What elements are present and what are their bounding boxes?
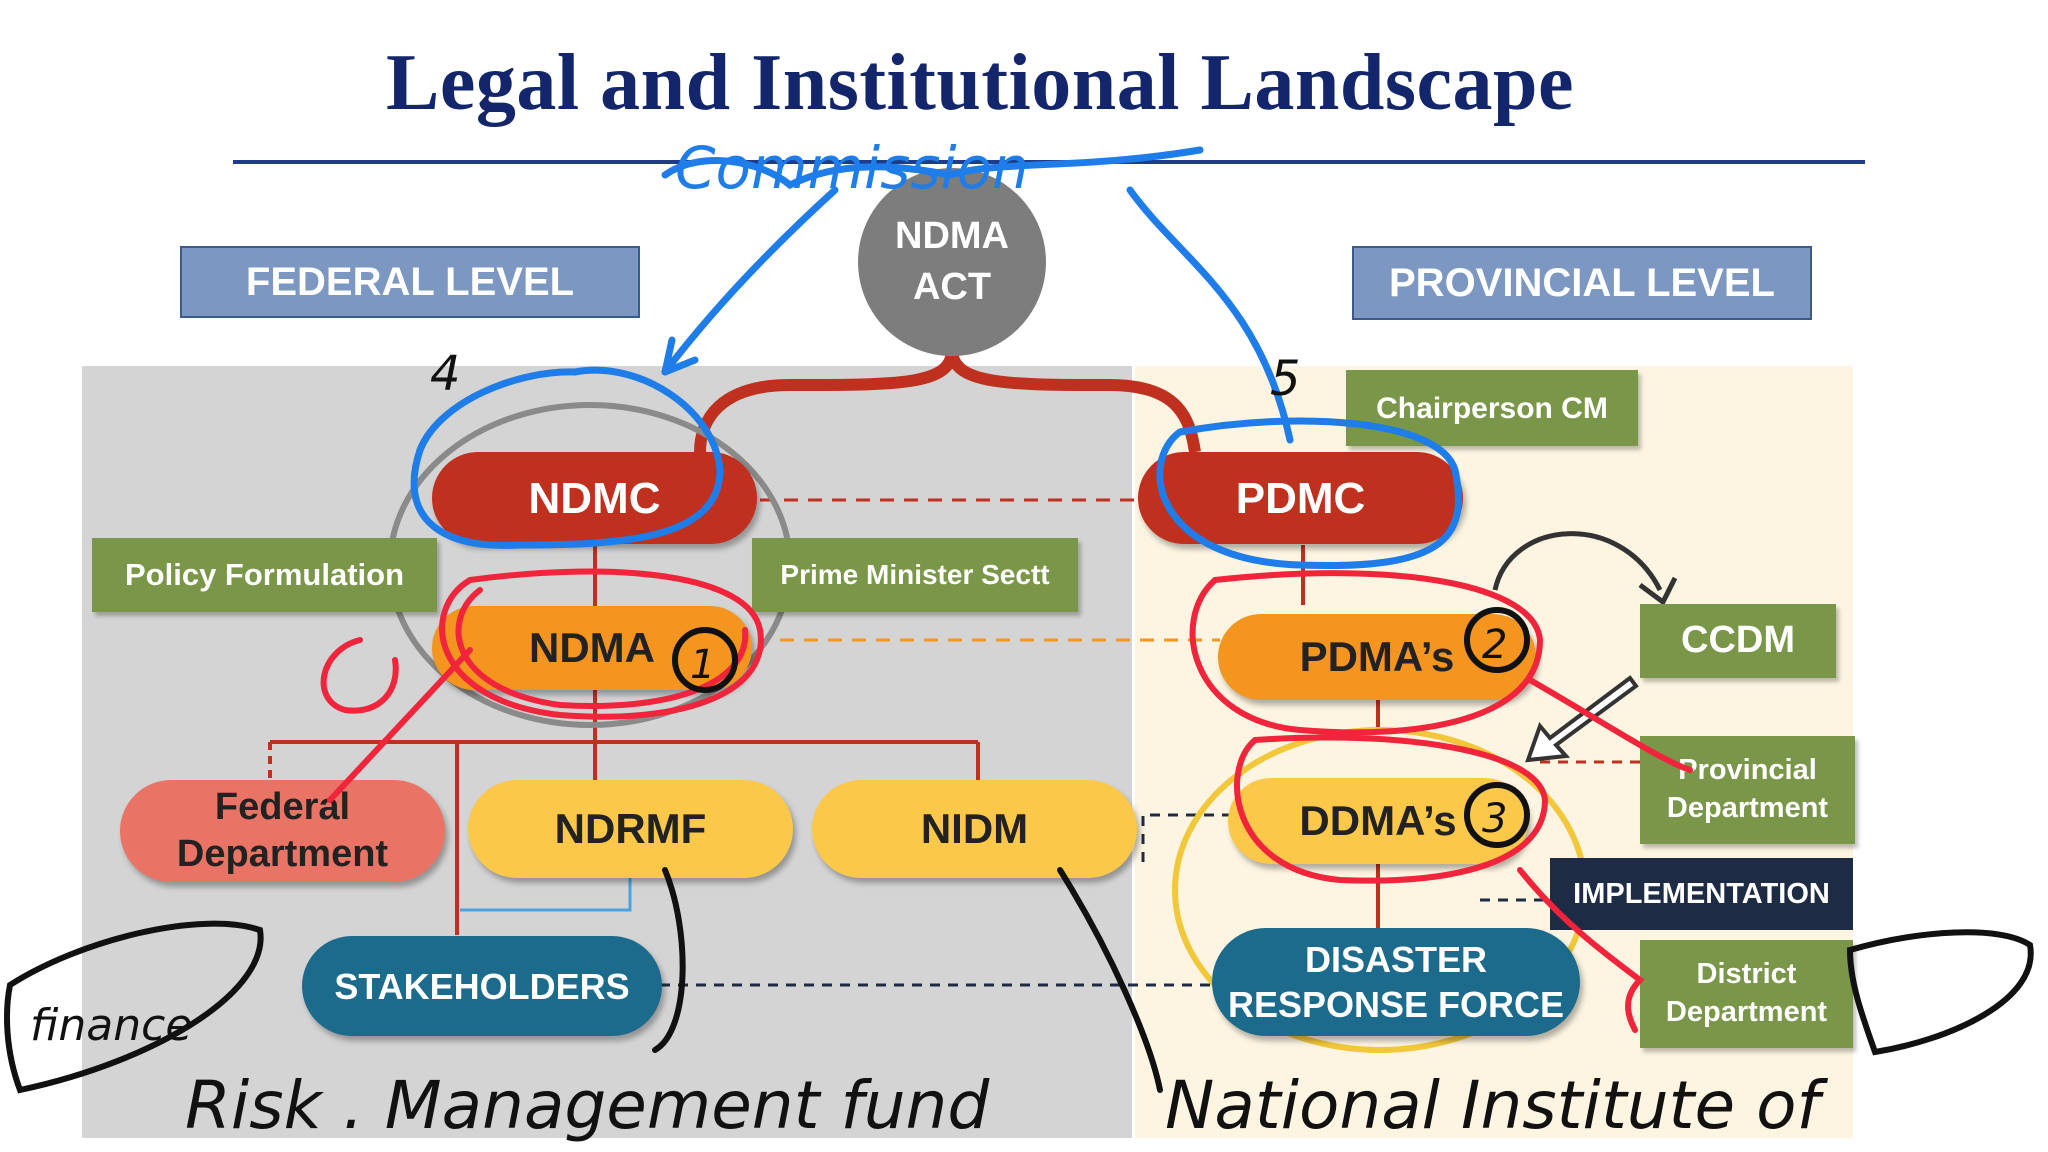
note-bottom-right: National Institute of: [1165, 1067, 1828, 1144]
policy-formulation-label: Policy Formulation: [92, 538, 437, 612]
provincial-department-label: Provincial Department: [1640, 736, 1855, 844]
ndrmf-node: NDRMF: [468, 780, 793, 878]
disaster-response-force-node: DISASTER RESPONSE FORCE: [1212, 928, 1580, 1036]
commission-scribble: [661, 146, 1204, 190]
federal-level-header: FEDERAL LEVEL: [180, 246, 640, 318]
ndmc-node: NDMC: [432, 452, 757, 544]
note-top: Commission: [675, 134, 1029, 202]
ndma-act-node: NDMA ACT: [858, 168, 1046, 356]
blue-ink-annotations: [410, 146, 1462, 570]
number-2-circle: [1464, 607, 1530, 673]
provincial-department-line2: Department: [1666, 792, 1829, 824]
ddma-red-loop: [1234, 734, 1549, 884]
number-3-circle: [1464, 782, 1530, 848]
district-department-line1: District: [1696, 958, 1797, 991]
district-department-label: District Department: [1640, 940, 1853, 1048]
number-4-text: 4: [430, 346, 461, 402]
district-department-line2: Department: [1665, 996, 1828, 1028]
note-finance: finance: [30, 1000, 192, 1051]
pdma-red-loop: [1189, 570, 1544, 736]
number-5-text: 5: [1270, 351, 1301, 407]
ndma-act-line1: NDMA: [895, 214, 1009, 257]
provincial-outline-arrow: [1525, 675, 1639, 763]
ndmc-blue-loop: [410, 366, 724, 549]
provincial-department-line1: Provincial: [1678, 754, 1817, 787]
number-3-text: 3: [1482, 796, 1507, 842]
federal-department-line2: Department: [176, 833, 389, 875]
pdmc-blue-loop: [1156, 417, 1462, 570]
act-to-ndmc-line: [694, 349, 958, 453]
ndma-red-loop: [439, 568, 764, 720]
ccdm-curved-arrow: [1492, 531, 1663, 592]
red-ink-annotations: [320, 568, 1693, 1033]
act-to-pdmc-line: [946, 349, 1201, 453]
pdmc-node: PDMC: [1138, 452, 1463, 544]
number-2-text: 2: [1482, 622, 1507, 668]
federal-department-line1: Federal: [214, 785, 351, 828]
provincial-level-header: PROVINCIAL LEVEL: [1352, 246, 1812, 320]
drf-line2: RESPONSE FORCE: [1227, 984, 1565, 1025]
stakeholders-node: STAKEHOLDERS: [302, 936, 662, 1036]
ndma-act-line2: ACT: [912, 266, 992, 308]
black-ink-annotations: [4, 607, 2034, 1094]
federal-department-node: Federal Department: [120, 780, 445, 882]
number-1-circle: [672, 627, 738, 693]
right-note-box: [1846, 929, 2034, 1056]
number-1-text: 1: [690, 642, 715, 688]
note-bottom-left: Risk . Management fund: [185, 1067, 990, 1144]
prime-minister-sectt-label: Prime Minister Sectt: [752, 538, 1078, 612]
implementation-label: IMPLEMENTATION: [1550, 858, 1853, 930]
page-title: Legal and Institutional Landscape: [386, 39, 1574, 127]
pdmas-node: PDMA’s: [1218, 614, 1536, 700]
red-circle-left: [320, 637, 399, 714]
ccdm-label: CCDM: [1640, 604, 1836, 678]
drf-line1: DISASTER: [1304, 939, 1488, 980]
finance-box: [4, 920, 264, 1094]
ndrmf-stakeholders-link: [460, 868, 632, 912]
nidm-node: NIDM: [812, 780, 1137, 878]
